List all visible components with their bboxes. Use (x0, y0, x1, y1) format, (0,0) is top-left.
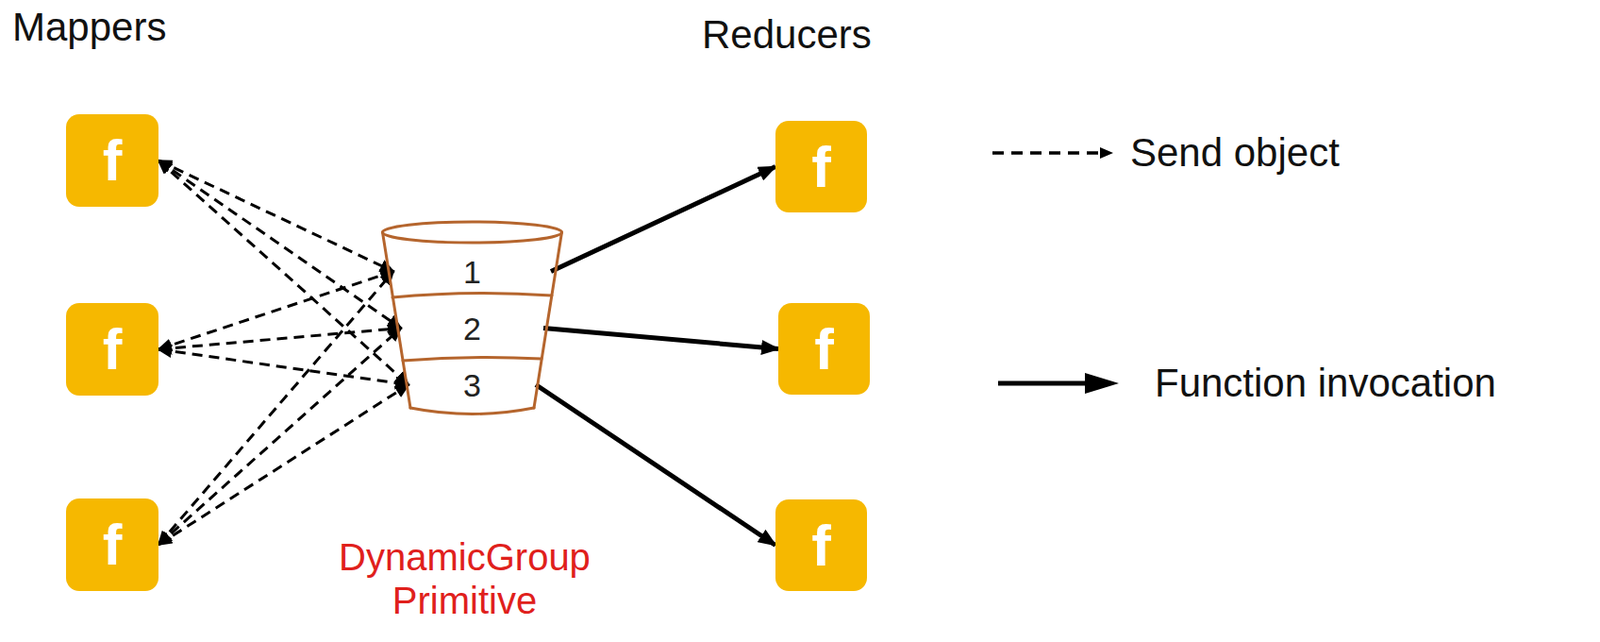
function-symbol: f (102, 319, 123, 379)
function-symbol: f (102, 515, 123, 574)
dashed-sample-head (1100, 147, 1114, 159)
mapper-function: f (66, 302, 159, 396)
group-number: 3 (463, 368, 482, 401)
send-object-arrow (158, 328, 401, 546)
group-number: 2 (463, 312, 482, 345)
invocation-arrow (535, 384, 776, 546)
send-object-arrow (158, 349, 409, 385)
reducer-function: f (775, 120, 867, 213)
mapper-function: f (66, 114, 159, 207)
send-object-arrow (158, 160, 409, 385)
dynamic-group-bucket: DynamicGroup Primitive123 (380, 219, 565, 417)
function-symbol: f (811, 516, 832, 575)
send-object-arrow (158, 271, 394, 546)
mapper-function: f (66, 498, 159, 591)
function-symbol: f (811, 137, 832, 197)
legend-text: Send object (1130, 131, 1340, 175)
group-band: 1 (393, 248, 551, 295)
solid-sample-head (1084, 372, 1119, 394)
primitive-label: DynamicGroup Primitive (295, 534, 635, 622)
invocation-arrow (550, 166, 776, 272)
function-symbol: f (102, 131, 123, 190)
function-symbol: f (814, 319, 834, 379)
send-object-arrow (158, 160, 394, 272)
group-band: 2 (400, 299, 544, 357)
column-heading: Reducers (701, 13, 872, 57)
send-object-arrow (158, 328, 401, 350)
reducer-function: f (775, 499, 867, 591)
group-band: 3 (408, 362, 536, 407)
column-heading: Mappers (12, 5, 167, 50)
reducer-function: f (778, 302, 870, 395)
invocation-arrow (543, 328, 779, 350)
legend-text: Function invocation (1154, 361, 1497, 405)
solid-sample-line (998, 381, 1095, 386)
send-object-arrow (158, 384, 409, 546)
send-object-arrow (158, 160, 401, 329)
dashed-sample-line (992, 150, 1106, 155)
group-number: 1 (463, 255, 482, 288)
